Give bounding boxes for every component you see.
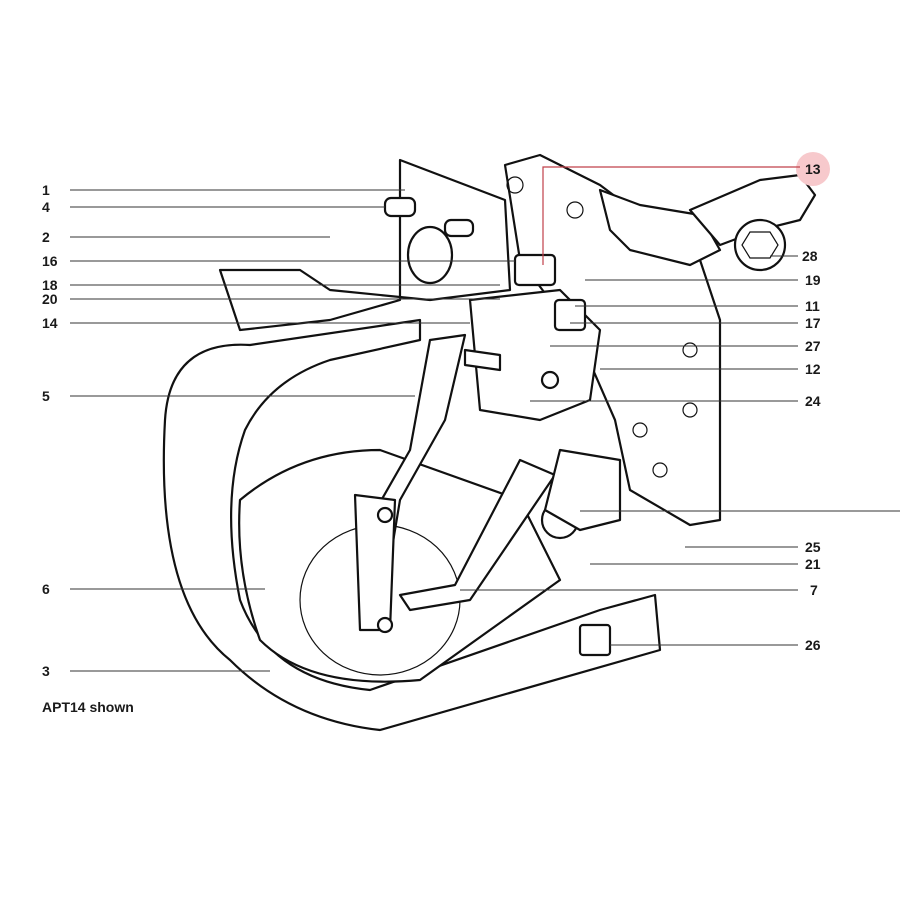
label-20: 20 <box>42 291 58 307</box>
label-3: 3 <box>42 663 50 679</box>
label-11: 11 <box>805 298 820 314</box>
bolt-1 <box>383 196 417 218</box>
label-17: 17 <box>805 315 821 331</box>
right-labels: 13 28 19 11 17 27 12 24 25 21 7 26 <box>460 161 900 653</box>
label-1: 1 <box>42 182 50 198</box>
leader-13 <box>542 166 800 265</box>
label-5: 5 <box>42 388 50 404</box>
label-19: 19 <box>805 272 821 288</box>
label-2: 2 <box>42 229 50 245</box>
label-24: 24 <box>805 393 821 409</box>
label-6: 6 <box>42 581 50 597</box>
label-27: 27 <box>805 338 821 354</box>
label-14: 14 <box>42 315 58 331</box>
label-7: 7 <box>810 582 818 598</box>
bolt-2 <box>443 218 475 238</box>
label-4: 4 <box>42 199 50 215</box>
label-18: 18 <box>42 277 58 293</box>
label-26: 26 <box>805 637 821 653</box>
label-16: 16 <box>42 253 58 269</box>
label-13: 13 <box>805 161 821 177</box>
hitch-illustration <box>162 153 817 732</box>
label-28: 28 <box>802 248 818 264</box>
label-21: 21 <box>805 556 821 572</box>
label-25: 25 <box>805 539 821 555</box>
caption: APT14 shown <box>42 699 134 715</box>
label-12: 12 <box>805 361 821 377</box>
left-labels: 1 4 2 16 18 20 14 5 6 3 <box>42 182 515 679</box>
highlight-13 <box>796 152 830 186</box>
